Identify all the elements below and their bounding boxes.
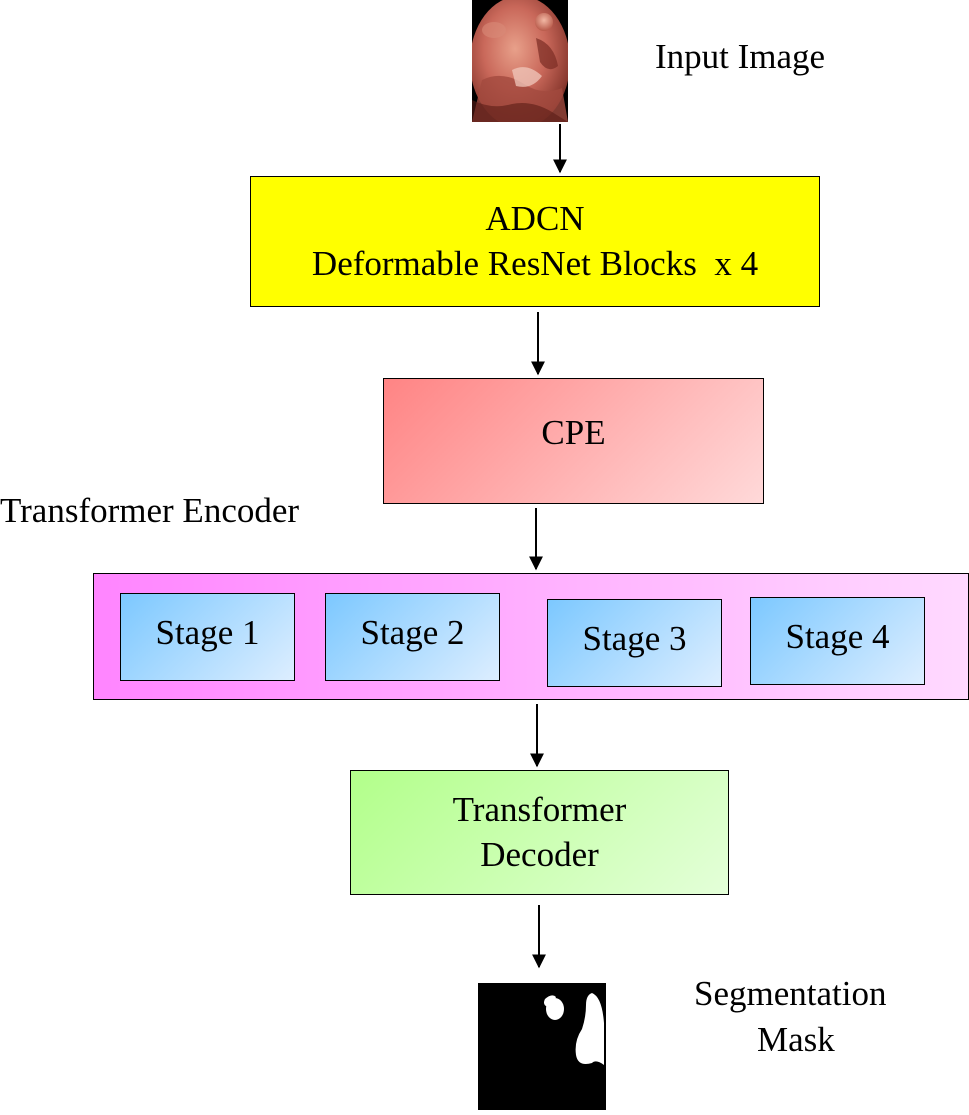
encoder-stage-4: Stage 4: [750, 597, 925, 685]
encoder-stage-3: Stage 3: [547, 599, 722, 687]
adcn-block: ADCN Deformable ResNet Blocks x 4: [250, 176, 820, 307]
input-image: [470, 0, 570, 128]
segmentation-mask-label-line2: Mask: [757, 1020, 835, 1059]
input-image-graphic: [470, 0, 570, 128]
cpe-block: CPE: [383, 378, 764, 504]
encoder-stage-2: Stage 2: [325, 593, 500, 681]
segmentation-mask-image: [478, 983, 606, 1110]
input-image-label: Input Image: [655, 37, 826, 76]
encoder-stage-1: Stage 1: [120, 593, 295, 681]
adcn-title: ADCN: [485, 198, 585, 238]
transformer-decoder-block: Transformer Decoder: [350, 770, 729, 895]
decoder-line2: Decoder: [480, 834, 599, 874]
adcn-subtitle: Deformable ResNet Blocks x 4: [311, 243, 759, 283]
decoder-line1: Transformer: [452, 789, 627, 829]
transformer-encoder-label: Transformer Encoder: [0, 491, 300, 530]
segmentation-mask-label-line1: Segmentation: [694, 974, 887, 1013]
cpe-title: CPE: [541, 413, 606, 452]
segmentation-mask-graphic: [478, 983, 606, 1110]
